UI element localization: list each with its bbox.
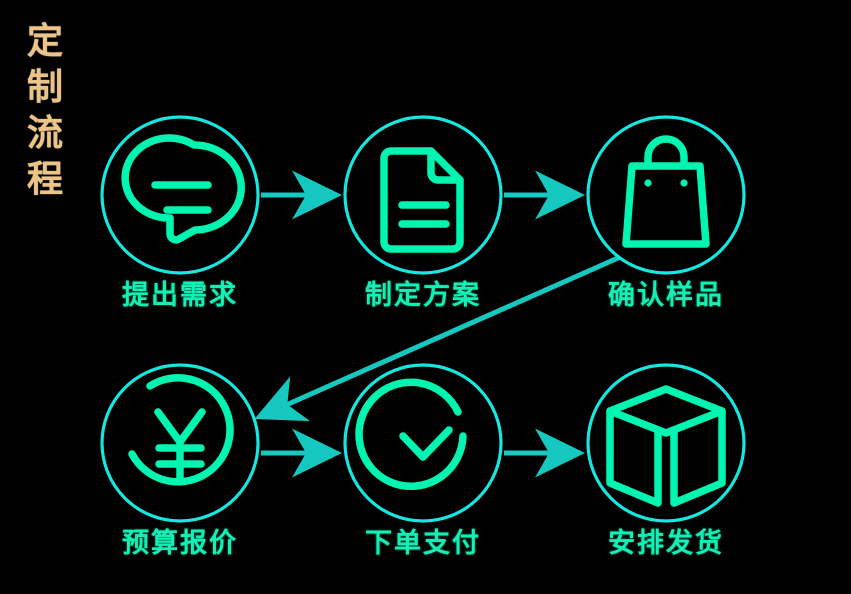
step-1-label: 提出需求 (122, 280, 238, 311)
arrow-step3-to-step4 (254, 251, 629, 422)
step-6-node[interactable] (586, 363, 746, 523)
shopping-bag-icon (622, 135, 710, 248)
page-title: 定 制 流 程 (14, 18, 76, 202)
title-char-3: 流 (26, 112, 63, 155)
check-circle-icon (355, 378, 467, 490)
document-icon (380, 147, 464, 253)
step-5-ring (343, 363, 503, 523)
title-char-1: 定 (26, 20, 63, 62)
speech-bubble-icon (121, 134, 245, 244)
cube-box-icon (606, 385, 726, 507)
yen-coin-icon (128, 374, 234, 486)
step-2-label: 制定方案 (365, 280, 481, 311)
step-3-node[interactable] (586, 115, 746, 275)
connectors (254, 170, 629, 478)
step-5-label: 下单支付 (365, 528, 481, 559)
step-3-label: 确认样品 (608, 280, 724, 311)
title-char-2: 制 (26, 66, 63, 109)
title-char-4: 程 (26, 158, 63, 201)
step-2-node[interactable] (343, 115, 503, 275)
step-6-label: 安排发货 (608, 528, 724, 559)
step-1-ring (100, 115, 260, 275)
step-1-node[interactable] (100, 115, 260, 275)
step-4-node[interactable] (100, 363, 260, 523)
step-5-node[interactable] (343, 363, 503, 523)
step-4-label: 预算报价 (122, 528, 238, 559)
